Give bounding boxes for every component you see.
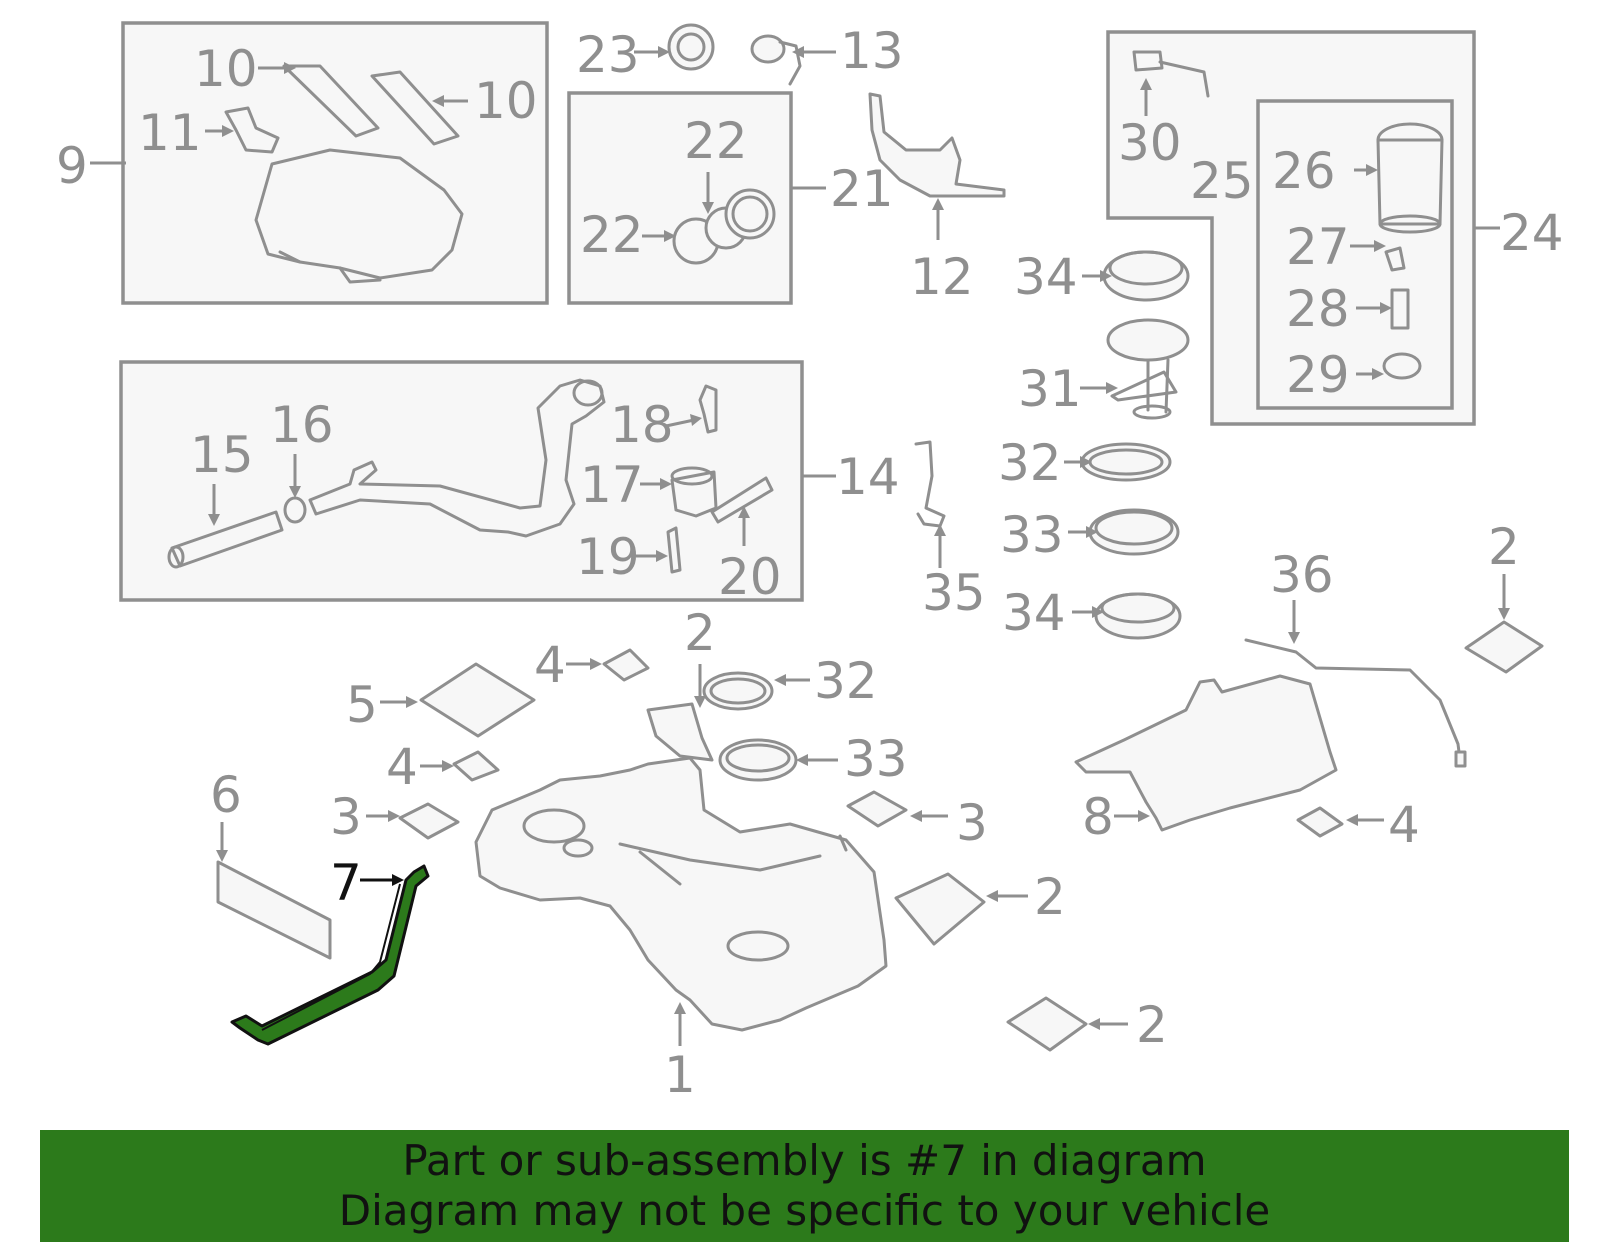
part-28	[1390, 288, 1410, 330]
callout-2-mid-right: 2	[1034, 868, 1066, 926]
pad-4-c	[1296, 806, 1344, 838]
callout-22-top: 22	[684, 112, 748, 170]
callout-34-top: 34	[1014, 248, 1078, 306]
pad-3-right	[846, 790, 908, 828]
callout-33-center: 33	[844, 730, 908, 788]
part-10a	[282, 64, 380, 138]
callout-35: 35	[922, 564, 986, 622]
callout-4-top: 4	[534, 636, 566, 694]
callout-13: 13	[840, 22, 904, 80]
part-7-strap-body	[230, 864, 430, 1046]
pad-2-mid-right	[894, 872, 986, 946]
part-34-bottom	[1094, 592, 1182, 640]
part-7-strap	[230, 864, 430, 1046]
part-36	[1244, 638, 1462, 762]
part-31	[1106, 318, 1190, 420]
callout-12: 12	[910, 248, 974, 306]
part-12	[868, 92, 1006, 198]
callout-3-left: 3	[330, 788, 362, 846]
callout-18: 18	[610, 396, 674, 454]
part-29	[1382, 352, 1422, 380]
pad-2-top-right	[1464, 620, 1544, 674]
part-18	[698, 384, 718, 434]
part-1-fuel-tank	[474, 756, 888, 1032]
part-16	[283, 496, 307, 524]
callout-32-center: 32	[814, 652, 878, 710]
part-19	[666, 526, 682, 574]
callout-8: 8	[1082, 788, 1114, 846]
callout-19: 19	[576, 528, 640, 586]
pad-4-b	[452, 750, 500, 782]
callout-4-right: 4	[1388, 796, 1420, 854]
pad-3-left	[398, 802, 460, 840]
part-33-center	[718, 738, 798, 782]
part-30	[1132, 50, 1164, 72]
banner-line-2: Diagram may not be specific to your vehi…	[338, 1186, 1271, 1235]
callout-33-right: 33	[1000, 506, 1064, 564]
callout-36: 36	[1270, 546, 1334, 604]
part-6	[216, 860, 332, 960]
callout-30: 30	[1118, 114, 1182, 172]
callout-15: 15	[190, 426, 254, 484]
assembly-box-9	[121, 21, 549, 305]
pad-4-a	[602, 648, 650, 682]
part-34-top	[1102, 250, 1190, 302]
pad-5	[419, 662, 536, 738]
part-32-center	[702, 671, 774, 711]
banner-line-1: Part or sub-assembly is #7 in diagram	[402, 1136, 1207, 1185]
info-banner: Part or sub-assembly is #7 in diagram Di…	[40, 1130, 1569, 1242]
callout-10-left: 10	[194, 40, 258, 98]
callout-32-right: 32	[998, 434, 1062, 492]
callout-22-left: 22	[580, 206, 644, 264]
callout-16: 16	[270, 396, 334, 454]
callout-11: 11	[138, 104, 202, 162]
leader-arrows	[90, 46, 1510, 1046]
callout-31: 31	[1018, 360, 1082, 418]
part-9-shield	[254, 148, 464, 280]
callout-2-center: 2	[684, 604, 716, 662]
callout-2-bottom-right: 2	[1136, 996, 1168, 1054]
part-15	[170, 510, 284, 568]
callout-7-highlighted: 7	[330, 854, 362, 912]
pad-2-bottom-right	[1006, 996, 1088, 1052]
part-11	[224, 106, 280, 154]
callout-21: 21	[830, 160, 894, 218]
callout-20: 20	[718, 548, 782, 606]
part-10b	[370, 70, 460, 146]
callout-5: 5	[346, 676, 378, 734]
callout-9: 9	[56, 137, 88, 195]
assembly-box-14	[119, 360, 804, 602]
callout-10-right: 10	[474, 72, 538, 130]
assembly-box-21	[567, 91, 793, 305]
callout-6: 6	[210, 766, 242, 824]
callout-28: 28	[1286, 280, 1350, 338]
part-27	[1384, 246, 1406, 272]
assembly-box-24	[1106, 30, 1476, 426]
callout-labels: 9 10 10 11 23 13 22 22 21 12 30 25 26 27…	[56, 22, 1564, 1104]
callout-14: 14	[836, 448, 900, 506]
callout-3-right: 3	[956, 794, 988, 852]
part-20	[710, 476, 774, 524]
part-32-right	[1080, 442, 1172, 482]
part-35	[914, 440, 946, 528]
part-33-right	[1088, 508, 1180, 556]
callout-17: 17	[580, 456, 644, 514]
callout-25: 25	[1190, 152, 1254, 210]
part-36-plug	[1454, 750, 1467, 768]
callout-27: 27	[1286, 218, 1350, 276]
pad-2-center	[646, 702, 714, 762]
part-23	[667, 23, 715, 71]
callout-1: 1	[664, 1046, 696, 1104]
part-8	[1074, 674, 1338, 832]
part-13	[750, 34, 802, 86]
callout-34-bottom: 34	[1002, 584, 1066, 642]
callout-4-left: 4	[386, 738, 418, 796]
callout-26: 26	[1272, 142, 1336, 200]
callout-2-top-right: 2	[1488, 518, 1520, 576]
callout-29: 29	[1286, 346, 1350, 404]
callout-23: 23	[576, 26, 640, 84]
callout-24: 24	[1500, 204, 1564, 262]
